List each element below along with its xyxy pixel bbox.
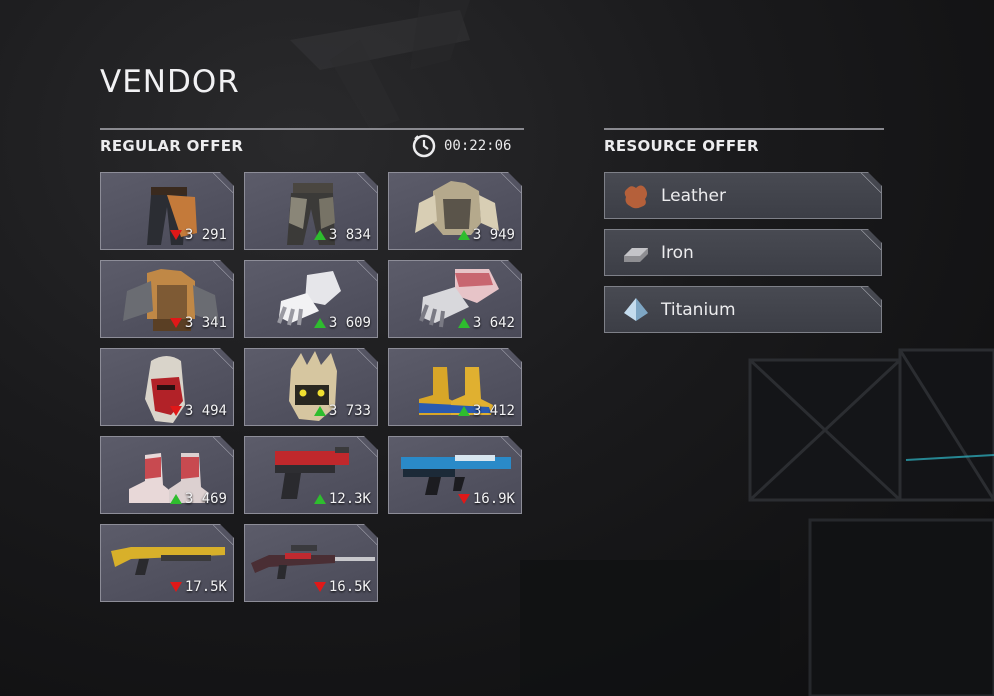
item-helmet-spiked[interactable]: 3 733 [244, 348, 378, 426]
spiked-helmet-icon [245, 349, 379, 427]
price-up-icon [458, 406, 470, 416]
white-gloves-icon [245, 261, 379, 339]
regular-offer-label: REGULAR OFFER [100, 137, 244, 155]
item-price: 12.3K [314, 491, 371, 507]
resource-offer-divider [604, 128, 884, 130]
item-price: 3 949 [458, 227, 515, 243]
timer-value: 00:22:06 [444, 138, 512, 154]
item-boots-yellow[interactable]: 3 412 [388, 348, 522, 426]
resource-offer-label: RESOURCE OFFER [604, 137, 759, 155]
item-pistol-red[interactable]: 12.3K [244, 436, 378, 514]
price-up-icon [458, 318, 470, 328]
item-shotgun-yellow[interactable]: 17.5K [100, 524, 234, 602]
item-gloves-white[interactable]: 3 609 [244, 260, 378, 338]
blue-rifle-icon [389, 437, 523, 515]
item-helmet-red[interactable]: 3 494 [100, 348, 234, 426]
price-up-icon [314, 318, 326, 328]
resource-label: Leather [661, 185, 726, 206]
price-up-icon [458, 230, 470, 240]
price-up-icon [314, 230, 326, 240]
price-down-icon [170, 230, 182, 240]
price-up-icon [314, 406, 326, 416]
resource-label: Titanium [661, 299, 736, 320]
item-pants[interactable]: 3 291 [100, 172, 234, 250]
regular-offer-divider [100, 128, 524, 130]
price-down-icon [170, 406, 182, 416]
red-pistol-icon [245, 437, 379, 515]
yellow-shotgun-icon [101, 525, 235, 603]
item-price: 16.9K [458, 491, 515, 507]
price-up-icon [170, 494, 182, 504]
item-price: 17.5K [170, 579, 227, 595]
item-price: 3 733 [314, 403, 371, 419]
titanium-icon [620, 294, 652, 326]
item-price: 16.5K [314, 579, 371, 595]
leather-icon [620, 180, 652, 212]
item-price: 3 291 [170, 227, 227, 243]
price-up-icon [314, 494, 326, 504]
item-pants-plated[interactable]: 3 834 [244, 172, 378, 250]
price-down-icon [314, 582, 326, 592]
item-sniper-rifle[interactable]: 16.5K [244, 524, 378, 602]
resource-iron-button[interactable]: Iron [604, 229, 882, 276]
page-title: VENDOR [100, 64, 240, 100]
red-gloves-icon [389, 261, 523, 339]
item-price: 3 412 [458, 403, 515, 419]
item-price: 3 609 [314, 315, 371, 331]
item-chest-armor-plated[interactable]: 3 341 [100, 260, 234, 338]
plated-armor-icon [101, 261, 235, 339]
item-price: 3 341 [170, 315, 227, 331]
resource-leather-button[interactable]: Leather [604, 172, 882, 219]
resource-titanium-button[interactable]: Titanium [604, 286, 882, 333]
item-rifle-blue[interactable]: 16.9K [388, 436, 522, 514]
red-boots-icon [101, 437, 235, 515]
timer-icon [412, 134, 436, 158]
item-price: 3 494 [170, 403, 227, 419]
item-price: 3 834 [314, 227, 371, 243]
item-price: 3 642 [458, 315, 515, 331]
iron-icon [620, 237, 652, 269]
offer-timer: 00:22:06 [412, 134, 511, 158]
sniper-rifle-icon [245, 525, 379, 603]
resource-label: Iron [661, 242, 694, 263]
item-chest-armor-fur[interactable]: 3 949 [388, 172, 522, 250]
price-down-icon [458, 494, 470, 504]
item-price: 3 469 [170, 491, 227, 507]
item-gloves-red[interactable]: 3 642 [388, 260, 522, 338]
price-down-icon [170, 318, 182, 328]
fur-armor-icon [389, 173, 523, 251]
item-boots-red[interactable]: 3 469 [100, 436, 234, 514]
price-down-icon [170, 582, 182, 592]
